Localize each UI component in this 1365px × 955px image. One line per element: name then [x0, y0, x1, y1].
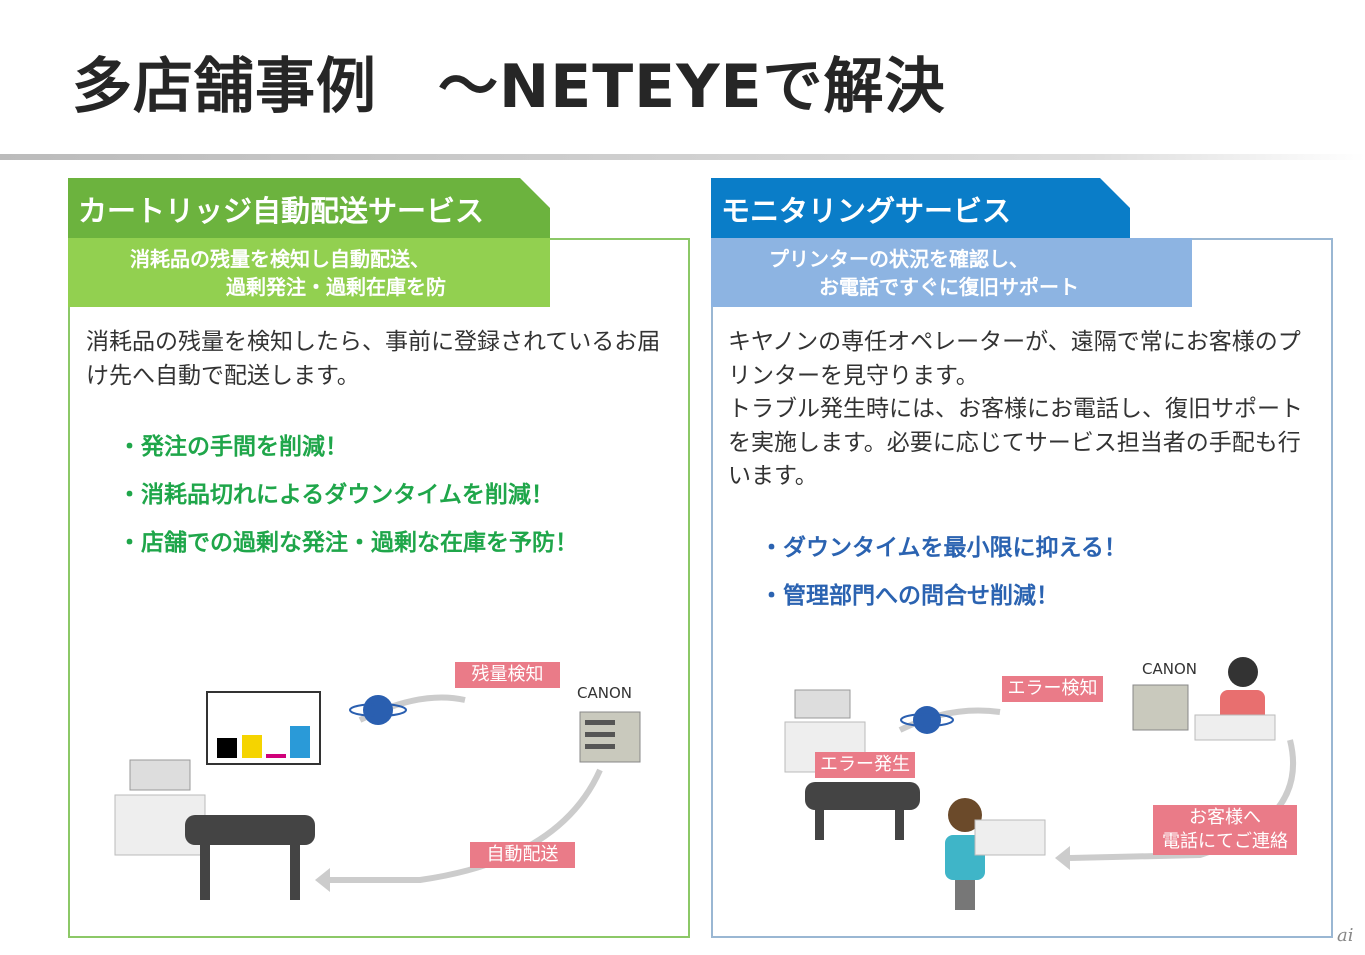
bullet: ・管理部門への問合せ削減！	[760, 583, 1059, 609]
globe-icon	[363, 695, 393, 725]
summary-line: 過剰発注・過剰在庫を防	[226, 275, 446, 299]
ink-levels-icon	[206, 691, 321, 765]
monitoring-description: キヤノンの専任オペレーターが、遠隔で常にお客様のプリンターを見守ります。 トラブ…	[728, 329, 1303, 489]
label-error-occur: エラー発生	[815, 752, 915, 778]
summary-line: 消耗品の残量を検知し自動配送、	[130, 247, 430, 271]
monitoring-summary-band: プリンターの状況を確認し、 お電話ですぐに復旧サポート	[711, 238, 1192, 307]
canon-label: CANON	[1142, 660, 1197, 678]
server-icon	[579, 711, 641, 763]
canon-label: CANON	[577, 684, 632, 702]
slide-title: 多店舗事例 ～NETEYEで解決	[72, 52, 946, 122]
title-divider	[0, 154, 1365, 160]
watermark-logo: ai	[1337, 925, 1354, 946]
summary-line: お電話ですぐに復旧サポート	[819, 275, 1079, 299]
contact-line: 電話にてご連絡	[1162, 831, 1288, 852]
label-contact: お客様へ 電話にてご連絡	[1153, 805, 1297, 855]
bullet: ・消耗品切れによるダウンタイムを削減！	[118, 482, 554, 508]
cartridge-summary-band: 消耗品の残量を検知し自動配送、 過剰発注・過剰在庫を防	[68, 238, 550, 307]
label-detect: 残量検知	[455, 662, 560, 688]
customer-icon	[945, 798, 1046, 910]
globe-icon	[913, 706, 941, 734]
bullet: ・発注の手間を削減！	[118, 434, 348, 460]
printer-icon	[114, 759, 315, 900]
contact-line: お客様へ	[1189, 807, 1261, 828]
monitoring-service-tab: モニタリングサービス	[711, 178, 1130, 238]
bullet: ・ダウンタイムを最小限に抑える！	[760, 535, 1127, 561]
label-error-detect: エラー検知	[1002, 676, 1103, 702]
cartridge-service-tab: カートリッジ自動配送サービス	[68, 178, 550, 238]
printer-icon	[784, 689, 920, 840]
bullet: ・店舗での過剰な発注・過剰な在庫を予防！	[118, 530, 578, 556]
summary-line: プリンターの状況を確認し、	[769, 247, 1029, 271]
arrow-head	[315, 868, 330, 892]
cartridge-description: 消耗品の残量を検知したら、事前に登録されているお届け先へ自動で配送します。	[86, 329, 661, 389]
operator-icon	[1194, 657, 1276, 741]
server-icon	[1132, 684, 1189, 731]
label-delivery: 自動配送	[470, 842, 575, 868]
